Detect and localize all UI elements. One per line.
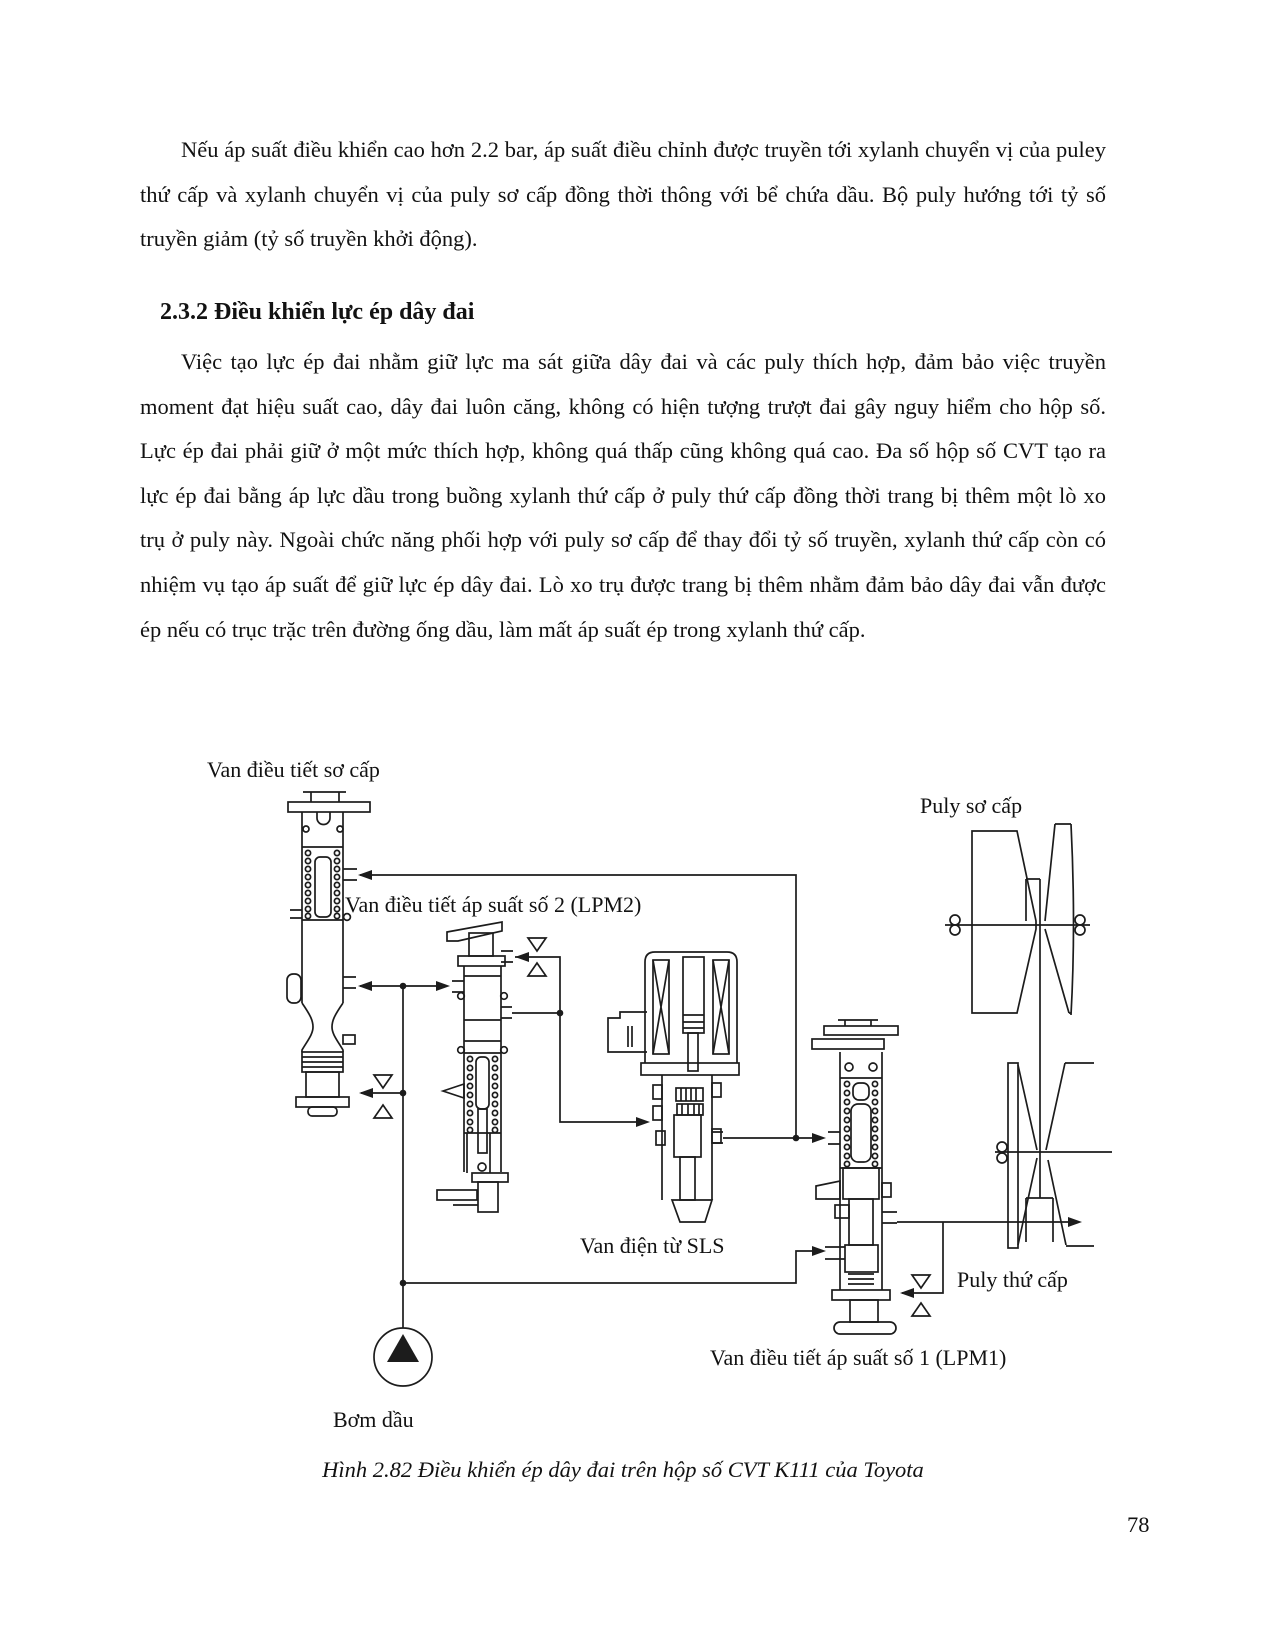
hydraulic-lines bbox=[358, 870, 1082, 1328]
label-pressure-regulator-valve-2: Van điều tiết áp suất số 2 (LPM2) bbox=[345, 892, 642, 917]
cvt-diagram-drawing bbox=[286, 791, 1112, 1387]
label-sls-solenoid-valve: Van điện từ SLS bbox=[580, 1233, 725, 1258]
label-primary-regulator-valve: Van điều tiết sơ cấp bbox=[207, 757, 380, 782]
label-secondary-pulley: Puly thứ cấp bbox=[957, 1267, 1068, 1292]
label-primary-pulley: Puly sơ cấp bbox=[920, 793, 1023, 818]
sls-solenoid-valve-drawing bbox=[607, 951, 740, 1223]
oil-pump-drawing bbox=[373, 1327, 433, 1387]
primary-regulator-valve-drawing bbox=[286, 791, 371, 1117]
label-pressure-regulator-valve-1: Van điều tiết áp suất số 1 (LPM1) bbox=[710, 1345, 1007, 1370]
secondary-pulley-drawing bbox=[995, 1062, 1112, 1249]
primary-pulley-drawing bbox=[945, 823, 1090, 1198]
pressure-regulator-valve-2-drawing bbox=[436, 920, 513, 1213]
label-oil-pump: Bơm dầu bbox=[333, 1407, 414, 1432]
pressure-regulator-valve-1-drawing bbox=[811, 1019, 899, 1335]
drain-symbols bbox=[372, 937, 932, 1317]
paragraph-intro: Nếu áp suất điều khiển cao hơn 2.2 bar, … bbox=[140, 137, 1106, 252]
page-number: 78 bbox=[1127, 1512, 1150, 1537]
section-heading: 2.3.2 Điều khiển lực ép dây đai bbox=[160, 299, 475, 325]
paragraph-belt-clamping: Việc tạo lực ép đai nhằm giữ lực ma sát … bbox=[140, 349, 1106, 642]
figure-caption: Hình 2.82 Điều khiển ép dây đai trên hộp… bbox=[322, 1457, 924, 1482]
